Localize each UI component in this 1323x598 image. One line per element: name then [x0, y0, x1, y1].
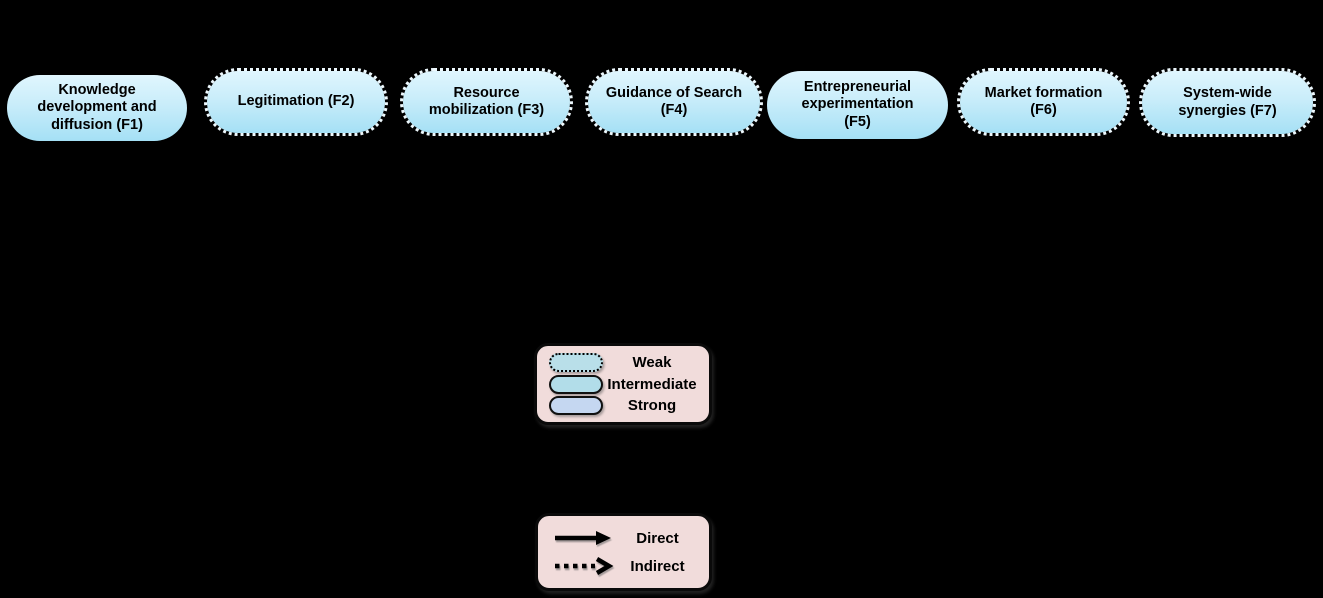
- arrow-legend-row-direct: Direct: [546, 528, 701, 548]
- function-box-f5-label: Entrepreneurial experimentation (F5): [801, 79, 914, 130]
- arrow-legend: Direct Indirect: [535, 513, 712, 591]
- strong-pill-icon: [549, 396, 603, 416]
- direct-arrow-icon: [555, 531, 611, 545]
- intermediate-pill-icon: [549, 374, 603, 394]
- function-box-f6: Market formation (F6): [957, 68, 1130, 136]
- function-box-f2-label: Legitimation (F2): [237, 93, 355, 110]
- function-box-f7: System-wide synergies (F7): [1139, 68, 1316, 137]
- function-box-f2: Legitimation (F2): [204, 68, 388, 136]
- function-box-f7-label: System-wide synergies (F7): [1178, 85, 1277, 119]
- strength-legend: Weak Intermediate Strong: [534, 343, 712, 425]
- strength-legend-label-weak: Weak: [632, 353, 672, 371]
- function-box-f1: Knowledge development and diffusion (F1): [7, 75, 187, 141]
- function-box-f4-label: Guidance of Search (F4): [605, 84, 743, 118]
- strength-legend-label-strong: Strong: [627, 397, 677, 415]
- strength-legend-row-weak: Weak: [545, 352, 701, 372]
- weak-pill-icon: [549, 352, 603, 372]
- function-box-f1-label: Knowledge development and diffusion (F1): [37, 82, 157, 133]
- strength-legend-label-intermediate: Intermediate: [607, 375, 697, 393]
- function-box-f5: Entrepreneurial experimentation (F5): [767, 71, 948, 139]
- function-box-f6-label: Market formation (F6): [984, 84, 1103, 118]
- arrow-legend-label-indirect: Indirect: [630, 557, 685, 575]
- function-box-f3: Resource mobilization (F3): [400, 68, 573, 136]
- strength-legend-row-intermediate: Intermediate: [545, 374, 701, 394]
- function-box-f4: Guidance of Search (F4): [585, 68, 763, 136]
- arrow-legend-row-indirect: Indirect: [546, 556, 701, 576]
- arrow-legend-label-direct: Direct: [636, 529, 679, 547]
- strength-legend-row-strong: Strong: [545, 396, 701, 416]
- indirect-arrow-icon: [555, 557, 614, 575]
- function-box-f3-label: Resource mobilization (F3): [428, 84, 545, 118]
